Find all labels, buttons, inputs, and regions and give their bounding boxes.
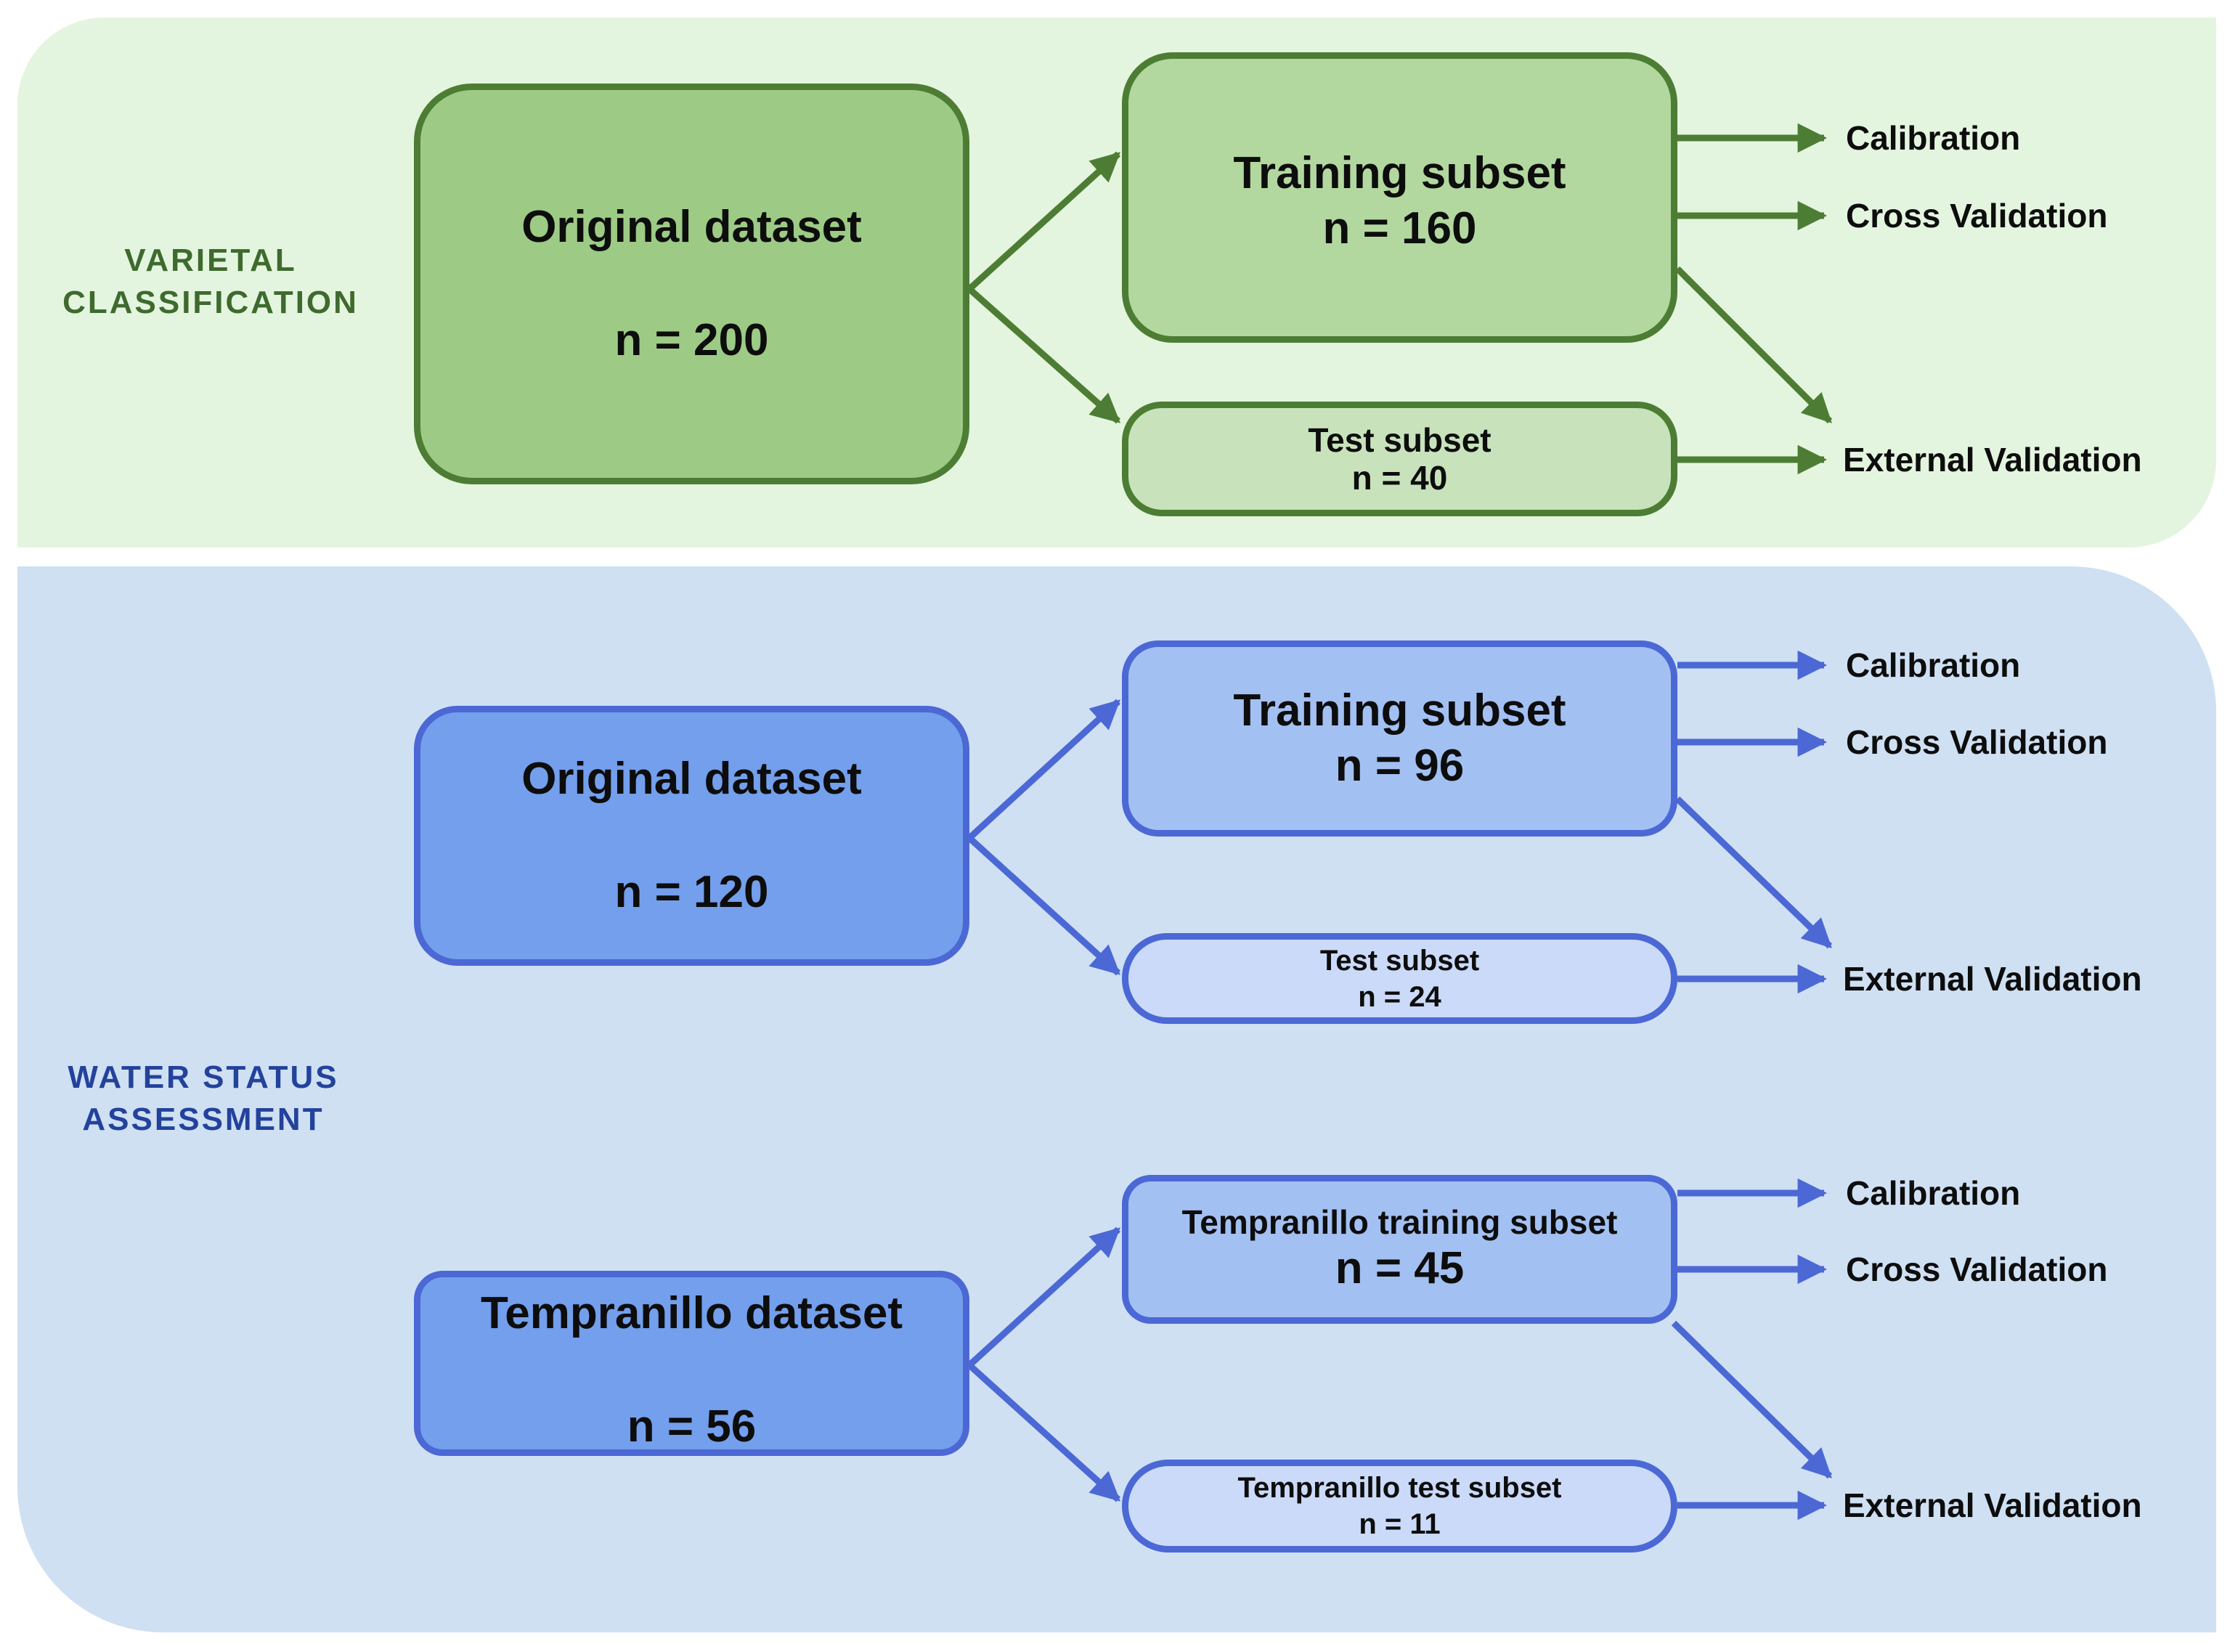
box-count: n = 96 [1335, 741, 1465, 791]
water2-cross-validation-label: Cross Validation [1846, 1250, 2108, 1288]
box-count: n = 200 [614, 315, 769, 365]
box-count: n = 24 [1358, 980, 1441, 1013]
arrow-original-to-training [967, 151, 1121, 292]
water-original-dataset-box: Original dataset n = 120 [414, 706, 969, 966]
box-title: Tempranillo training subset [1181, 1203, 1618, 1241]
arrow-training-to-external [1674, 796, 1833, 949]
arrow-original-to-training [967, 1226, 1121, 1368]
water2-external-validation-label: External Validation [1843, 1486, 2142, 1524]
arrow-original-to-test [967, 1362, 1121, 1502]
box-count: n = 120 [614, 867, 769, 917]
box-title: Test subset [1308, 421, 1492, 459]
water-label-line2: ASSESSMENT [82, 1102, 325, 1137]
varietal-label-line2: CLASSIFICATION [62, 285, 359, 320]
arrow-original-to-test [967, 835, 1121, 976]
varietal-calibration-label: Calibration [1846, 119, 2021, 157]
arrow-original-to-test [967, 286, 1121, 424]
box-title: Test subset [1319, 944, 1480, 977]
water-training-subset-box: Training subset n = 96 [1122, 640, 1677, 837]
arrow-training-to-external [1671, 1320, 1833, 1479]
varietal-training-subset-box: Training subset n = 160 [1122, 52, 1677, 343]
varietal-test-subset-box: Test subset n = 40 [1122, 402, 1677, 516]
box-title: Tempranillo dataset [480, 1288, 903, 1338]
water-label-line1: WATER STATUS [68, 1059, 339, 1095]
box-count: n = 11 [1359, 1508, 1441, 1540]
varietal-section-label: VARIETAL CLASSIFICATION [15, 240, 407, 324]
water1-external-validation-label: External Validation [1843, 960, 2142, 998]
water-status-panel [17, 566, 2216, 1632]
varietal-cross-validation-label: Cross Validation [1846, 197, 2108, 235]
box-title: Training subset [1233, 148, 1566, 198]
water-section-label: WATER STATUS ASSESSMENT [15, 1057, 392, 1141]
water-group1-arrows [967, 650, 1833, 994]
tempranillo-dataset-box: Tempranillo dataset n = 56 [414, 1271, 969, 1456]
water1-cross-validation-label: Cross Validation [1846, 723, 2108, 761]
varietal-arrows [967, 123, 1833, 475]
box-title: Training subset [1233, 685, 1566, 736]
box-count: n = 160 [1322, 203, 1477, 253]
arrow-training-to-external [1674, 266, 1833, 424]
varietal-panel [17, 17, 2216, 548]
tempranillo-training-subset-box: Tempranillo training subset n = 45 [1122, 1175, 1677, 1324]
varietal-original-dataset-box: Original dataset n = 200 [414, 84, 969, 484]
box-title: Original dataset [521, 754, 862, 804]
box-count: n = 45 [1335, 1242, 1465, 1293]
arrow-original-to-training [967, 699, 1121, 841]
box-title: Original dataset [521, 202, 862, 252]
box-count: n = 40 [1351, 459, 1448, 497]
box-title: Tempranillo test subset [1237, 1472, 1562, 1504]
varietal-label-line1: VARIETAL [124, 243, 297, 278]
water2-calibration-label: Calibration [1846, 1174, 2021, 1212]
water-group2-arrows [967, 1178, 1833, 1521]
varietal-external-validation-label: External Validation [1843, 441, 2142, 479]
box-count: n = 56 [627, 1401, 757, 1452]
water1-calibration-label: Calibration [1846, 646, 2021, 684]
tempranillo-test-subset-box: Tempranillo test subset n = 11 [1122, 1460, 1677, 1553]
water-test-subset-box: Test subset n = 24 [1122, 933, 1677, 1024]
